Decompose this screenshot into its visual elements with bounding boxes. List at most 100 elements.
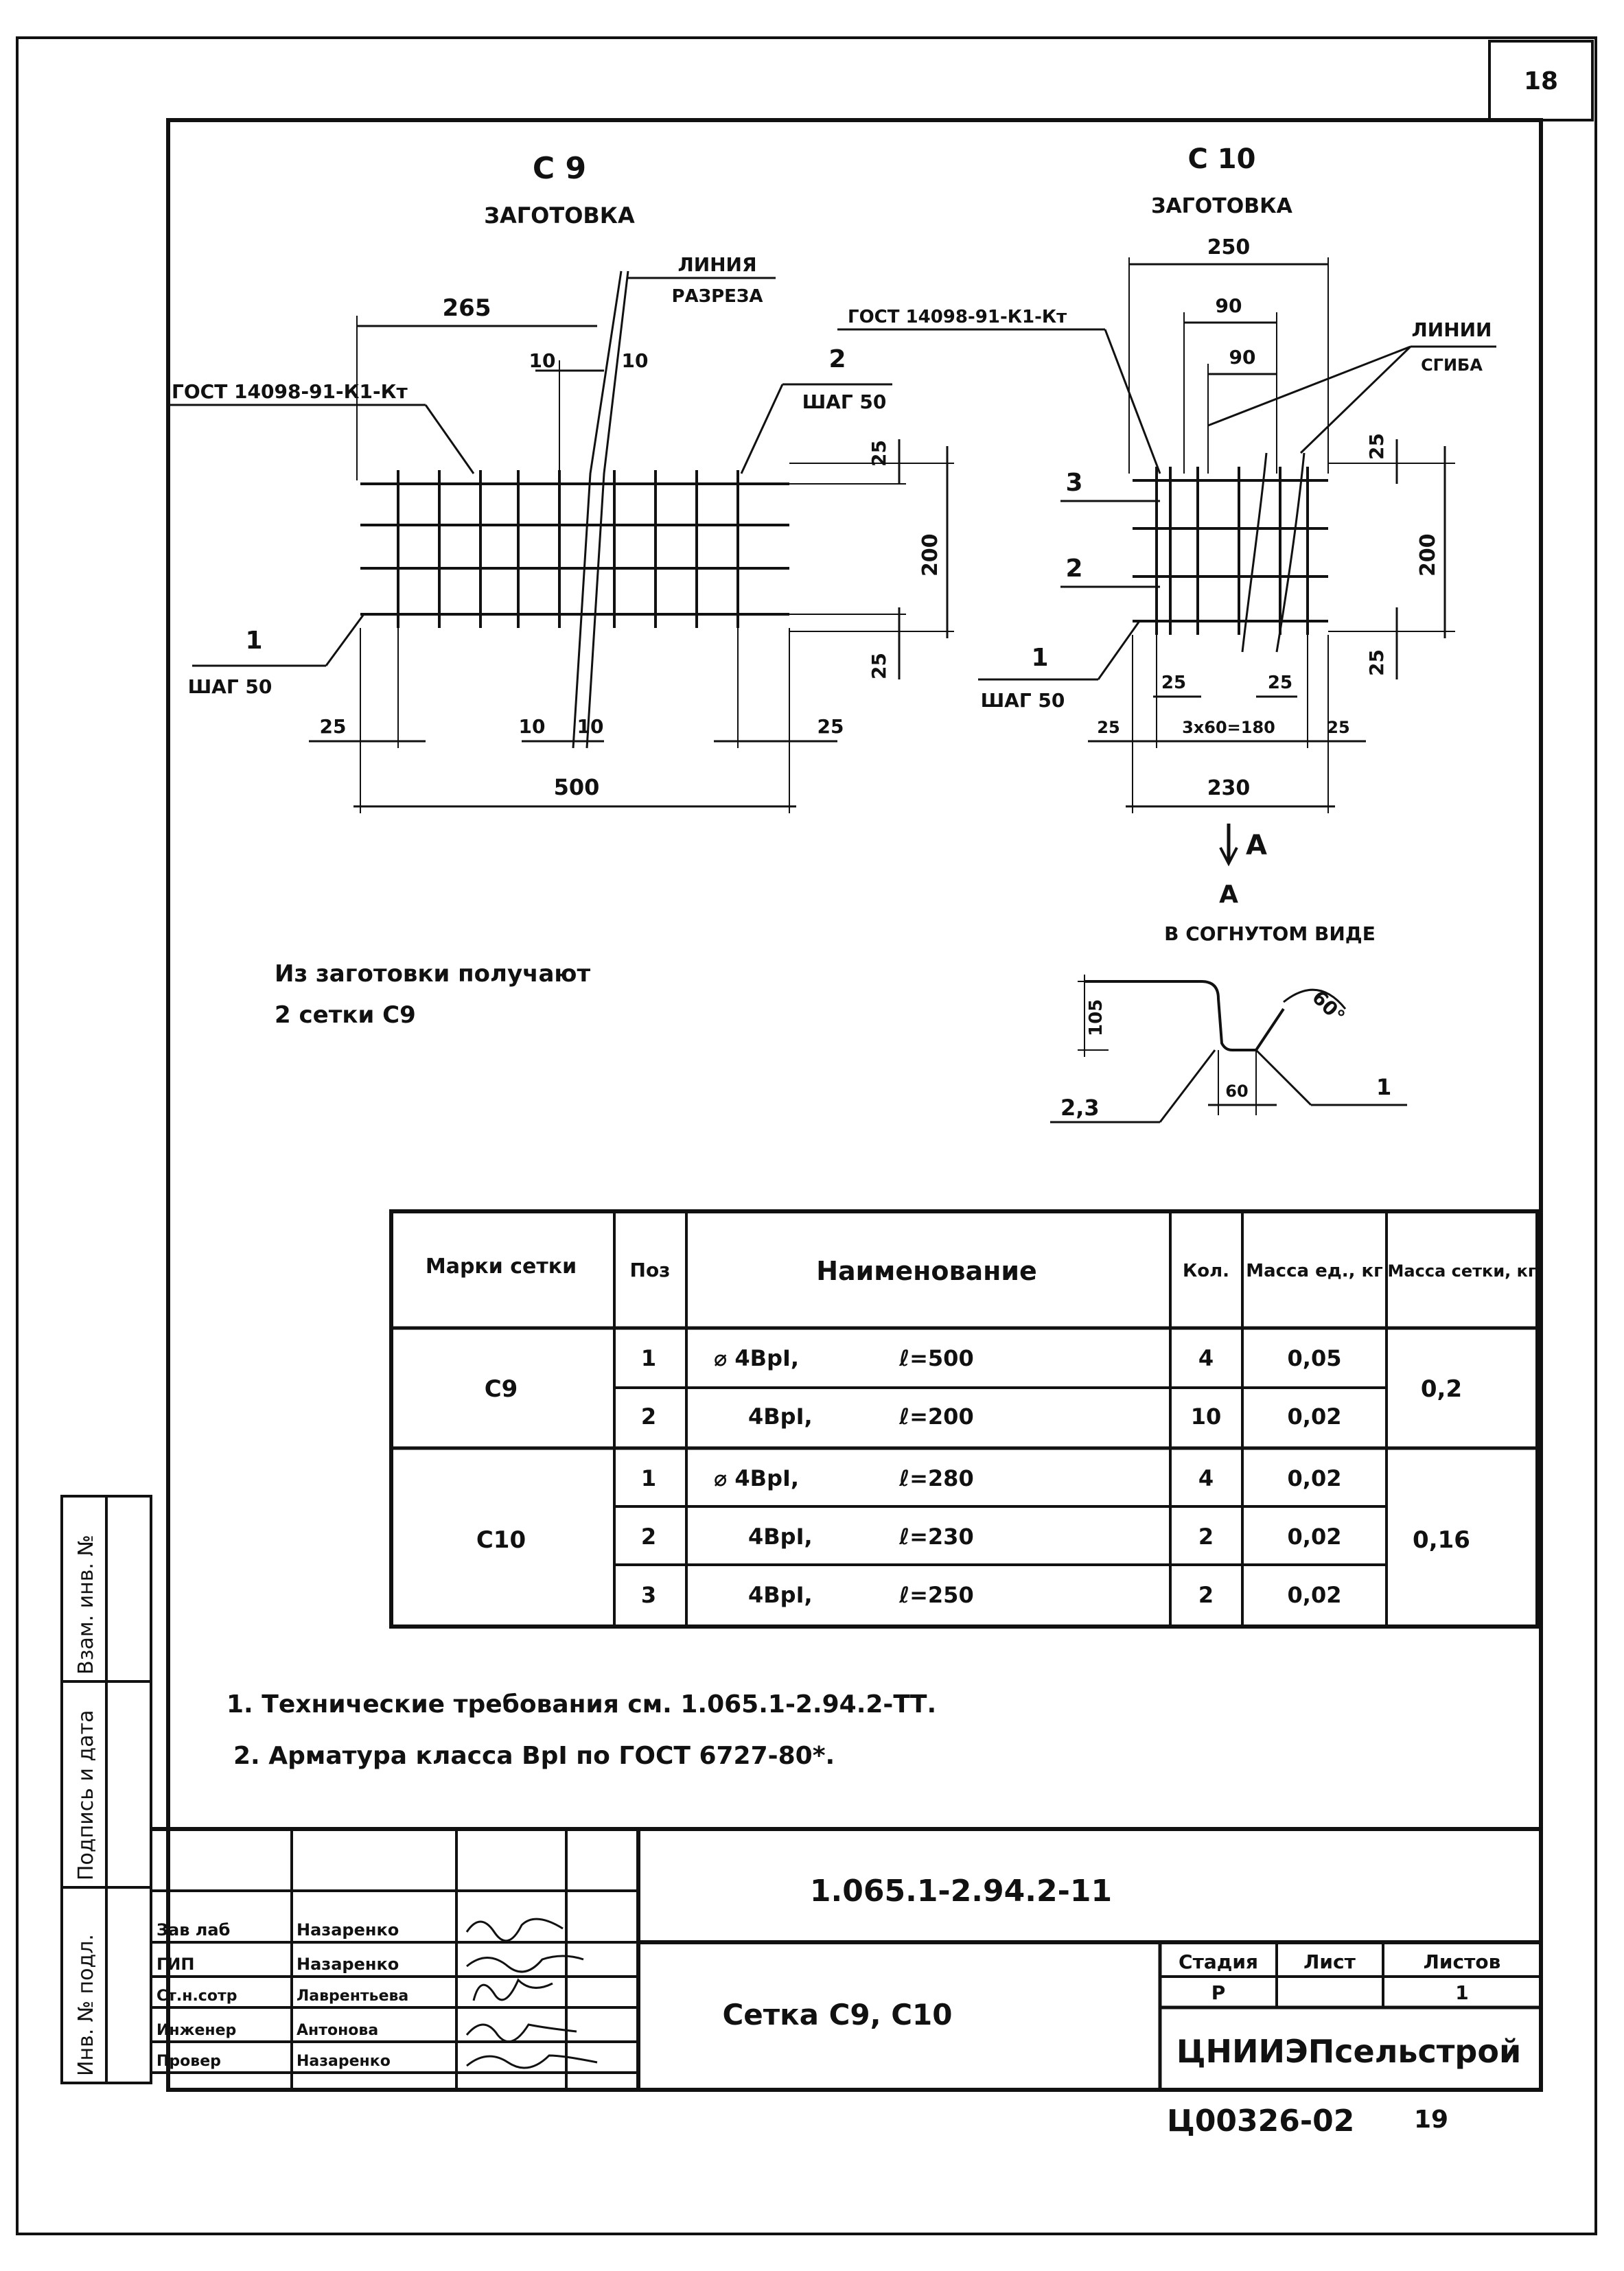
c10-subtitle: ЗАГОТОВКА xyxy=(1151,194,1293,218)
sheet-number-box xyxy=(1488,40,1594,121)
bottom-page: 19 xyxy=(1414,2106,1448,2134)
svg-text:10: 10 xyxy=(1191,1404,1222,1430)
c9-subtitle: ЗАГОТОВКА xyxy=(484,202,635,229)
table-row: 2 4ВрI, ℓ=200 10 0,02 xyxy=(641,1404,1342,1430)
c9-dim-10d: 10 xyxy=(577,715,604,738)
staff-name: Антонова xyxy=(297,2022,378,2039)
th-name: Наименование xyxy=(816,1256,1037,1286)
c10-bent-profile xyxy=(1084,980,1285,1051)
c9-dim-10b: 10 xyxy=(622,349,649,372)
c10-bend-label-2: СГИБА xyxy=(1421,356,1483,375)
svg-text:2: 2 xyxy=(1198,1582,1214,1608)
c10-dim-250: 250 xyxy=(1207,235,1251,259)
stage-value: Р xyxy=(1211,1981,1226,2004)
table-row: 2 4ВрI, ℓ=230 2 0,02 xyxy=(641,1524,1342,1550)
stamp-replace-inv: Взам. инв. № xyxy=(74,1535,98,1675)
c9-cut-line xyxy=(585,270,629,749)
th-total-mass: Масса сетки, кг xyxy=(1388,1261,1537,1281)
c9-dim-10a: 10 xyxy=(529,349,556,372)
c10-dim-25-top: 25 xyxy=(1365,433,1388,460)
c9-pos2-label: 2 xyxy=(828,345,846,373)
c10-bent-pos23: 2,3 xyxy=(1060,1095,1100,1121)
c10-dim-25a: 25 xyxy=(1161,673,1186,693)
svg-text:⌀ 4ВрI,: ⌀ 4ВрI, xyxy=(714,1465,799,1491)
svg-text:0,02: 0,02 xyxy=(1288,1465,1342,1491)
svg-text:4ВрI,: 4ВрI, xyxy=(748,1582,813,1608)
svg-text:⌀ 4ВрI,: ⌀ 4ВрI, xyxy=(714,1345,799,1371)
staff-role: Провер xyxy=(156,2053,221,2070)
c10-pos1-step: ШАГ 50 xyxy=(981,689,1065,712)
table-row: 3 4ВрI, ℓ=250 2 0,02 xyxy=(641,1582,1342,1608)
signatures xyxy=(465,1918,598,2069)
c9-note-1: Из заготовки получают xyxy=(275,960,590,988)
c10-dim-230: 230 xyxy=(1207,776,1251,800)
svg-text:ℓ=250: ℓ=250 xyxy=(898,1582,974,1608)
staff-name: Назаренко xyxy=(297,1920,399,1940)
stamp-orig-inv: Инв. № подл. xyxy=(74,1934,98,2076)
svg-text:ℓ=500: ℓ=500 xyxy=(898,1345,974,1371)
table-mark-c10: С10 xyxy=(476,1526,526,1554)
stamp-sign-date: Подпись и дата xyxy=(74,1710,98,1881)
c9-title: С 9 xyxy=(533,151,586,186)
staff-role: ГИП xyxy=(156,1955,194,1974)
c10-bent-pos1: 1 xyxy=(1376,1074,1391,1100)
svg-text:0,02: 0,02 xyxy=(1288,1524,1342,1550)
sheets-value: 1 xyxy=(1455,1981,1468,2004)
svg-text:ℓ=280: ℓ=280 xyxy=(898,1465,974,1491)
note-1: 1. Технические требования см. 1.065.1-2.… xyxy=(227,1690,936,1719)
c10-pos2-label: 2 xyxy=(1065,555,1082,583)
th-mark: Марки сетки xyxy=(426,1255,577,1279)
svg-text:4: 4 xyxy=(1198,1345,1214,1371)
specification-table: Марки сетки Поз Наименование Кол. Масса … xyxy=(389,1209,1540,1629)
c10-dim-3x60: 3х60=180 xyxy=(1182,718,1275,737)
c9-dim-265: 265 xyxy=(443,294,491,322)
sheets-header: Листов xyxy=(1424,1950,1501,1973)
svg-text:4ВрI,: 4ВрI, xyxy=(748,1524,813,1550)
svg-text:3: 3 xyxy=(641,1582,656,1608)
side-stamp: Взам. инв. № Подпись и дата Инв. № подл. xyxy=(60,1495,152,2084)
inner-frame xyxy=(166,118,1543,2092)
c10-section-mark: А xyxy=(1246,830,1267,861)
th-qty: Кол. xyxy=(1183,1261,1229,1281)
table-row: 1 ⌀ 4ВрI, ℓ=500 4 0,05 xyxy=(641,1345,1342,1371)
c10-dim-25-bot: 25 xyxy=(1365,649,1388,676)
staff-name: Назаренко xyxy=(297,2053,391,2070)
table-total-c10: 0,16 xyxy=(1413,1526,1470,1554)
svg-text:4ВрI,: 4ВрI, xyxy=(748,1404,813,1430)
sheet-header: Лист xyxy=(1303,1950,1356,1973)
c10-pos3-label: 3 xyxy=(1065,469,1082,497)
th-unit-mass: Масса ед., кг xyxy=(1246,1261,1383,1281)
c10-bent-letter: А xyxy=(1219,881,1238,909)
table-total-c9: 0,2 xyxy=(1421,1375,1462,1403)
c10-gost-label: ГОСТ 14098-91-К1-Кт xyxy=(848,307,1067,327)
svg-text:0,05: 0,05 xyxy=(1288,1345,1342,1371)
title-block: 1.065.1-2.94.2-11 Сетка С9, С10 Стадия Л… xyxy=(151,1827,1541,2090)
doc-code: 1.065.1-2.94.2-11 xyxy=(810,1874,1112,1909)
c10-dim-90a: 90 xyxy=(1216,294,1242,317)
th-pos: Поз xyxy=(630,1259,671,1281)
doc-title: Сетка С9, С10 xyxy=(722,1998,952,2031)
svg-text:ℓ=200: ℓ=200 xyxy=(898,1404,974,1430)
svg-text:2: 2 xyxy=(641,1524,656,1550)
note-2: 2. Арматура класса ВрI по ГОСТ 6727-80*. xyxy=(233,1742,835,1770)
svg-text:1: 1 xyxy=(641,1345,656,1371)
c10-angle: 60° xyxy=(1308,986,1349,1028)
c10-dim-25b: 25 xyxy=(1268,673,1292,693)
c10-dim-105: 105 xyxy=(1086,999,1106,1036)
c9-pos1-label: 1 xyxy=(245,627,262,655)
c10-dim-90b: 90 xyxy=(1229,346,1256,369)
staff-role: Инженер xyxy=(156,2022,236,2039)
c9-drawing: С 9 ЗАГОТОВКА ЛИНИЯ РАЗРЕЗА 265 10 10 xyxy=(168,151,954,1029)
c9-cut-label-2: РАЗРЕЗА xyxy=(671,286,763,307)
svg-text:1: 1 xyxy=(641,1465,656,1491)
c9-gost-label: ГОСТ 14098-91-К1-Кт xyxy=(172,380,408,403)
c10-bent-label: В СОГНУТОМ ВИДЕ xyxy=(1164,922,1376,945)
svg-text:4: 4 xyxy=(1198,1465,1214,1491)
c9-dim-25-bot: 25 xyxy=(868,653,890,679)
svg-text:ℓ=230: ℓ=230 xyxy=(898,1524,974,1550)
c9-pos1-step: ШАГ 50 xyxy=(188,675,272,698)
c9-dim-25-top: 25 xyxy=(868,440,890,467)
c10-dim-200: 200 xyxy=(1416,533,1440,577)
c9-dim-200: 200 xyxy=(918,533,942,577)
